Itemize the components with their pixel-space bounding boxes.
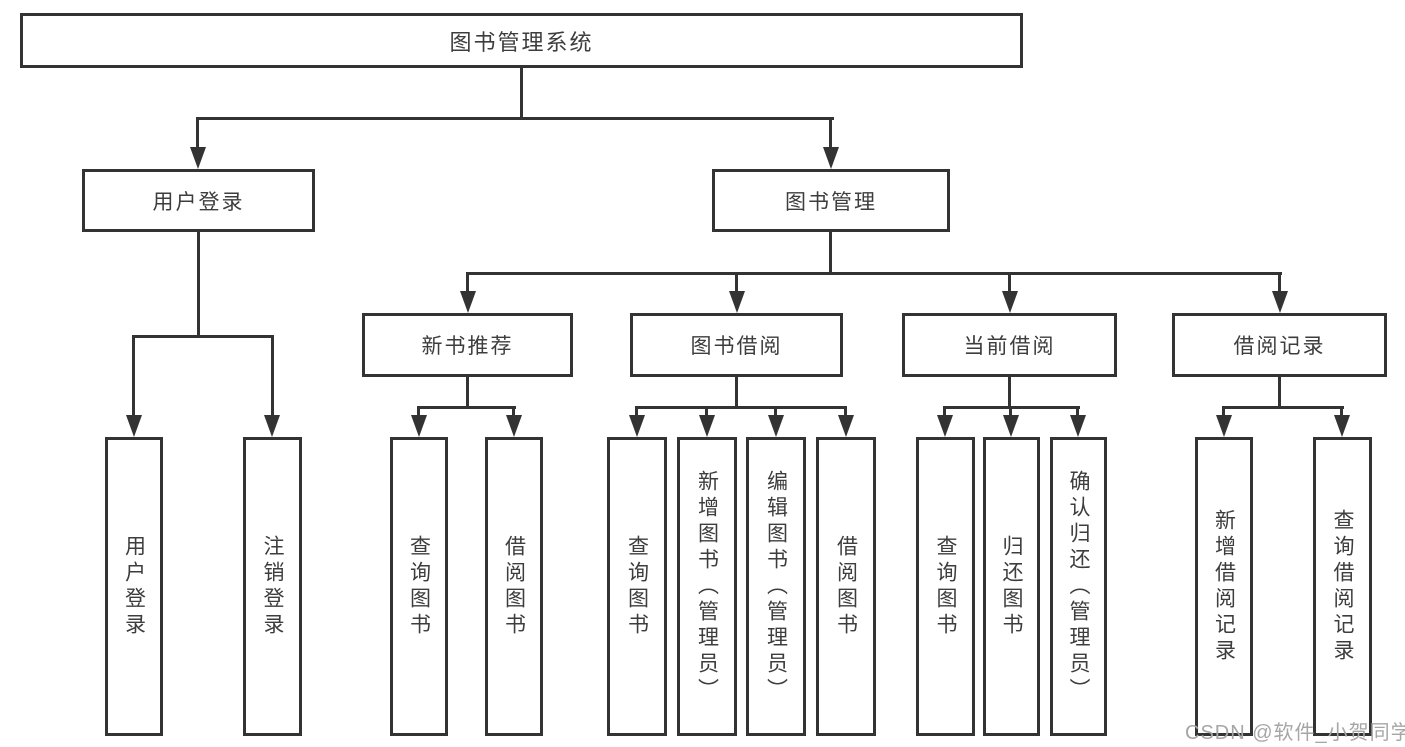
connector-line	[1222, 406, 1225, 417]
arrow-down-icon	[629, 415, 645, 437]
node-current-borrow: 当前借阅	[902, 313, 1117, 377]
connector-line	[829, 117, 832, 149]
arrow-down-icon	[190, 147, 206, 169]
connector-line	[829, 232, 832, 272]
arrow-down-icon	[823, 147, 839, 169]
connector-line	[512, 406, 515, 417]
connector-line	[520, 68, 523, 117]
leaf-bb-borrow-book: 借阅图书	[816, 437, 876, 736]
arrow-down-icon	[460, 291, 476, 313]
connector-line	[133, 335, 274, 338]
node-book-management: 图书管理	[712, 169, 950, 232]
leaf-logout-label: 注销登录	[261, 534, 284, 639]
leaf-rec-borrow-book: 借阅图书	[485, 437, 543, 736]
leaf-cb-query-book-label: 查询图书	[934, 534, 957, 639]
arrow-down-icon	[1216, 415, 1232, 437]
leaf-bb-borrow-book-label: 借阅图书	[834, 534, 858, 639]
node-book-borrow-label: 图书借阅	[690, 335, 783, 358]
connector-line	[1076, 406, 1079, 417]
node-user-login-label: 用户登录	[152, 190, 245, 214]
connector-line	[774, 406, 777, 417]
node-borrow-records-label: 借阅记录	[1233, 335, 1326, 358]
leaf-br-query-record: 查询借阅记录	[1313, 437, 1372, 736]
leaf-br-add-record-label: 新增借阅记录	[1212, 508, 1236, 665]
leaf-user-login-label: 用户登录	[122, 534, 146, 639]
connector-line	[705, 406, 708, 417]
leaf-cb-return-book: 归还图书	[983, 437, 1040, 736]
node-current-borrow-label: 当前借阅	[963, 335, 1056, 358]
leaf-cb-query-book: 查询图书	[916, 437, 975, 736]
arrow-down-icon	[1334, 415, 1350, 437]
connector-line	[635, 406, 847, 409]
connector-line	[635, 406, 638, 417]
leaf-cb-confirm-return-admin: 确认归还（管理员）	[1050, 437, 1107, 736]
leaf-bb-add-book-admin: 新增图书（管理员）	[677, 437, 737, 736]
csdn-watermark: CSDN @软件_小贺同学	[1185, 722, 1405, 744]
arrow-down-icon	[768, 415, 784, 437]
connector-line	[1278, 272, 1281, 293]
leaf-bb-edit-book-admin: 编辑图书（管理员）	[746, 437, 806, 736]
arrow-down-icon	[1003, 415, 1019, 437]
connector-line	[1008, 377, 1011, 406]
connector-line	[466, 272, 1282, 275]
connector-line	[943, 406, 946, 417]
arrow-down-icon	[1070, 415, 1086, 437]
arrow-down-icon	[411, 415, 427, 437]
connector-line	[1278, 377, 1281, 406]
connector-line	[1340, 406, 1343, 417]
node-new-book-recommend: 新书推荐	[362, 313, 573, 377]
node-book-management-label: 图书管理	[785, 190, 877, 214]
arrow-down-icon	[1272, 291, 1288, 313]
leaf-rec-query-book: 查询图书	[390, 437, 448, 736]
connector-line	[735, 377, 738, 406]
arrow-down-icon	[937, 415, 953, 437]
connector-line	[466, 377, 469, 406]
connector-line	[196, 117, 199, 149]
arrow-down-icon	[838, 415, 854, 437]
connector-line	[466, 272, 469, 293]
arrow-down-icon	[506, 415, 522, 437]
arrow-down-icon	[264, 415, 280, 437]
connector-line	[271, 335, 274, 417]
connector-line	[844, 406, 847, 417]
leaf-logout: 注销登录	[243, 437, 302, 736]
leaf-br-query-record-label: 查询借阅记录	[1331, 508, 1354, 665]
node-library-system-label: 图书管理系统	[449, 29, 594, 55]
arrow-down-icon	[126, 415, 142, 437]
leaf-user-login: 用户登录	[105, 437, 163, 736]
node-user-login: 用户登录	[82, 169, 315, 232]
connector-line	[197, 232, 200, 335]
connector-line	[197, 117, 834, 120]
node-borrow-records: 借阅记录	[1172, 313, 1387, 377]
leaf-br-add-record: 新增借阅记录	[1195, 437, 1253, 736]
leaf-rec-borrow-book-label: 借阅图书	[502, 534, 526, 639]
connector-line	[417, 406, 516, 409]
leaf-cb-confirm-return-admin-label: 确认归还（管理员）	[1067, 469, 1090, 704]
leaf-bb-query-book-label: 查询图书	[625, 534, 649, 639]
connector-line	[1008, 272, 1011, 293]
arrow-down-icon	[729, 291, 745, 313]
connector-line	[1222, 406, 1344, 409]
node-library-system: 图书管理系统	[20, 13, 1023, 68]
connector-line	[735, 272, 738, 293]
leaf-bb-add-book-admin-label: 新增图书（管理员）	[695, 469, 719, 704]
leaf-cb-return-book-label: 归还图书	[1000, 534, 1023, 639]
leaf-bb-query-book: 查询图书	[607, 437, 667, 736]
leaf-bb-edit-book-admin-label: 编辑图书（管理员）	[764, 469, 788, 704]
connector-line	[417, 406, 420, 417]
arrow-down-icon	[1002, 291, 1018, 313]
node-new-book-recommend-label: 新书推荐	[421, 335, 514, 358]
leaf-rec-query-book-label: 查询图书	[407, 534, 431, 639]
connector-line	[1009, 406, 1012, 417]
arrow-down-icon	[699, 415, 715, 437]
node-book-borrow: 图书借阅	[630, 313, 843, 377]
connector-line	[132, 335, 135, 417]
